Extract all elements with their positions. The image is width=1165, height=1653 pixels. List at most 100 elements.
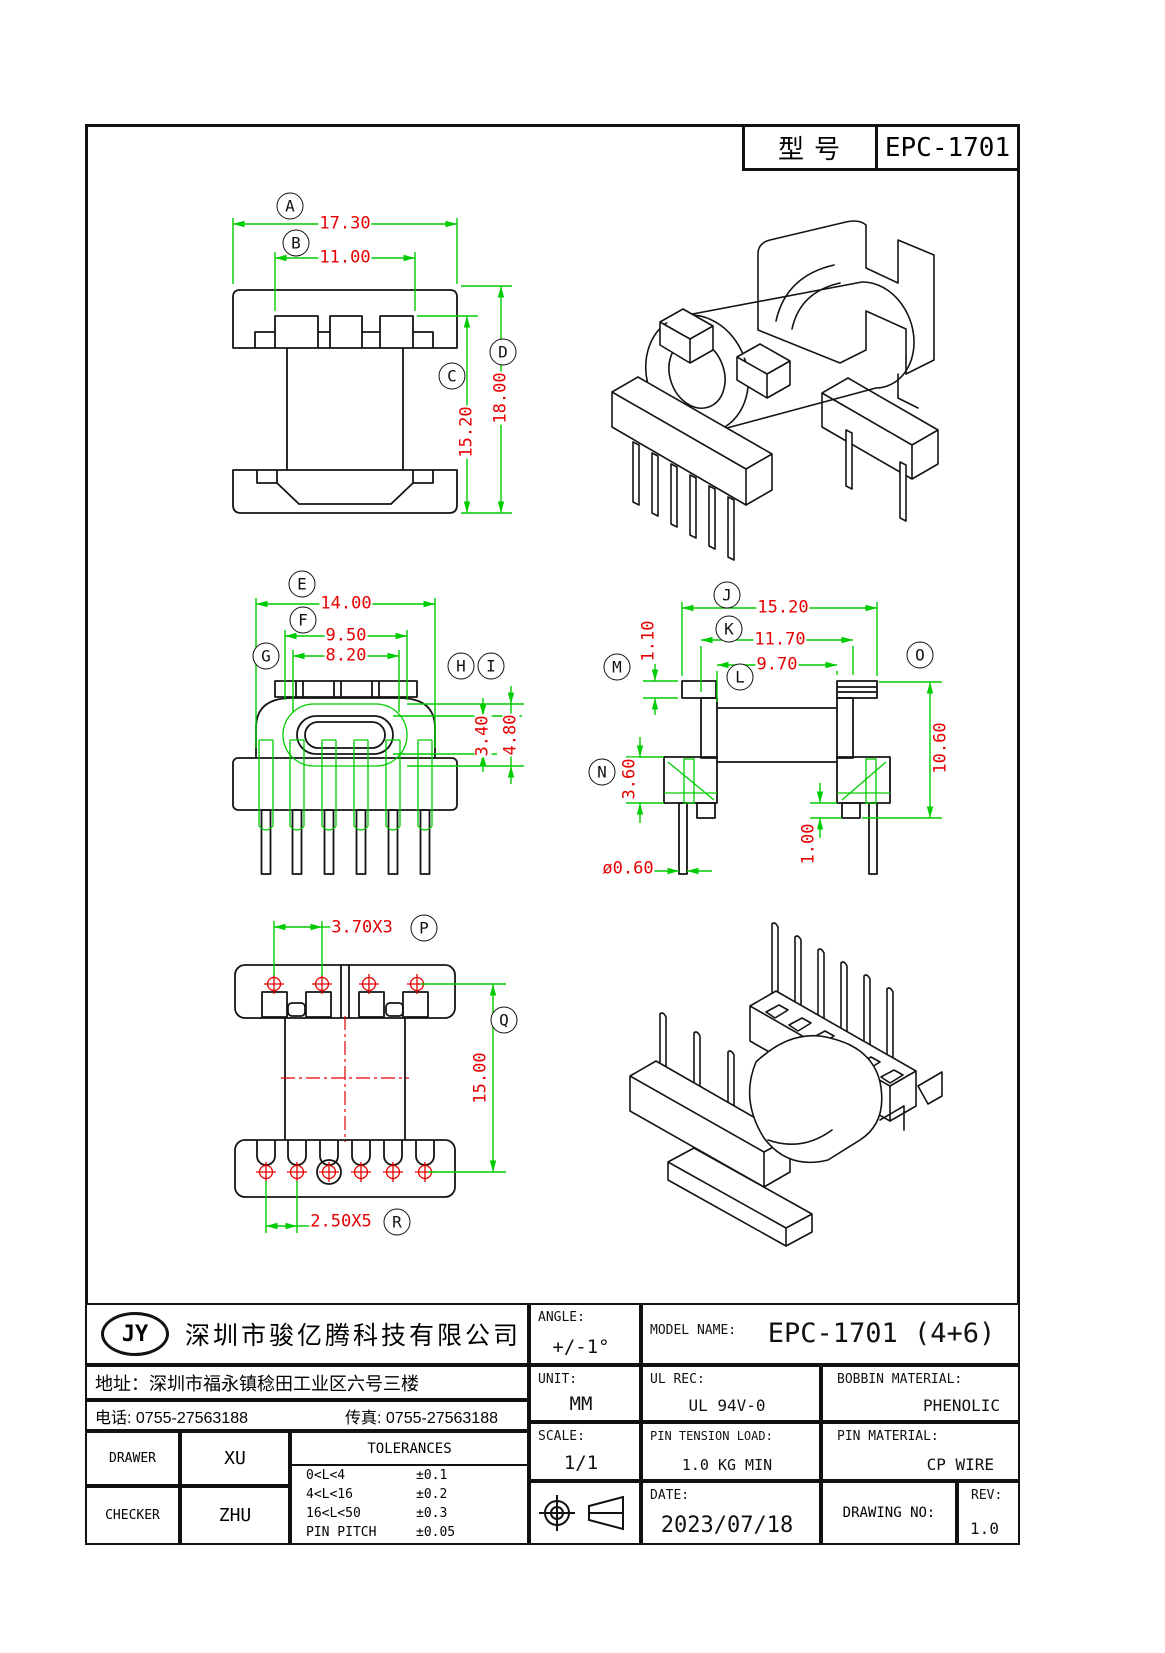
balloon-e: E (288, 570, 316, 598)
bottom-view-centerlines (281, 1016, 409, 1142)
dim-d-label: 18.00 (490, 371, 511, 425)
balloon-a: A (276, 192, 304, 220)
checker-value-cell: ZHU (180, 1486, 290, 1545)
bottom-view-dims (265, 921, 506, 1233)
company-logo: JY (101, 1312, 169, 1356)
checker-label-cell: CHECKER (85, 1486, 180, 1545)
pin-material-cell: PIN MATERIAL: CP WIRE (821, 1422, 1020, 1481)
pin-material-label: PIN MATERIAL: (837, 1429, 939, 1444)
bobbin-material-label: BOBBIN MATERIAL: (837, 1372, 963, 1387)
angle-cell: ANGLE: +/-1° (529, 1303, 641, 1365)
tol-range-2: 16<L<50 (306, 1506, 361, 1521)
dim-i-label: 4.80 (500, 713, 521, 757)
rev-value: 1.0 (970, 1519, 999, 1538)
drawing-no-cell: DRAWING NO: (821, 1481, 957, 1545)
isometric-view-top (611, 220, 939, 561)
scale-value: 1/1 (563, 1452, 599, 1474)
top-view-art (232, 680, 458, 875)
dim-k-label: 11.70 (753, 629, 807, 650)
balloon-i: I (477, 652, 505, 680)
drawer-label: DRAWER (109, 1451, 156, 1466)
balloon-d: D (489, 338, 517, 366)
dim-l-label: 9.70 (755, 654, 799, 675)
ul-rec-value: UL 94V-0 (688, 1396, 766, 1415)
tolerances-title: TOLERANCES (292, 1433, 527, 1466)
angle-value: +/-1° (552, 1336, 610, 1358)
projection-symbol-cell (529, 1481, 641, 1545)
balloon-f: F (289, 606, 317, 634)
tolerance-row: 4<L<16 ±0.2 (292, 1485, 527, 1504)
address-cell: 地址：深圳市福永镇稔田工业区六号三楼 (85, 1365, 529, 1400)
dim-m-label: 1.10 (638, 619, 659, 663)
model-box-label: 型号 (742, 124, 878, 171)
fax-text: 传真: 0755-27563188 (345, 1409, 499, 1427)
tol-value-2: ±0.3 (416, 1506, 448, 1521)
balloon-l: L (726, 663, 754, 691)
third-angle-projection-icon (539, 1495, 624, 1531)
balloon-m: M (603, 653, 631, 681)
dim-e-label: 14.00 (319, 593, 373, 614)
ul-rec-cell: UL REC: UL 94V-0 (641, 1365, 821, 1422)
pin-material-value: CP WIRE (926, 1455, 994, 1474)
tol-value-0: ±0.1 (416, 1468, 448, 1483)
tolerances-cell: TOLERANCES 0<L<4 ±0.1 4<L<16 ±0.2 16<L<5… (290, 1431, 529, 1545)
drawer-value-cell: XU (180, 1431, 290, 1486)
balloon-q: Q (490, 1006, 518, 1034)
tol-value-3: ±0.05 (416, 1525, 456, 1540)
dim-pin-dia-label: ø0.60 (601, 858, 655, 879)
side-view-art (663, 680, 891, 875)
tolerance-row: 16<L<50 ±0.3 (292, 1504, 527, 1523)
balloon-p: P (410, 914, 438, 942)
balloon-o: O (906, 641, 934, 669)
pin-tension-label: PIN TENSION LOAD: (650, 1429, 773, 1443)
title-block: JY 深圳市骏亿腾科技有限公司 ANGLE: +/-1° MODEL NAME:… (85, 1303, 1020, 1545)
balloon-k: K (715, 615, 743, 643)
scale-label: SCALE: (538, 1429, 585, 1444)
scale-cell: SCALE: 1/1 (529, 1422, 641, 1481)
date-label: DATE: (650, 1488, 690, 1503)
drawing-no-label: DRAWING NO: (842, 1505, 936, 1521)
dim-c-label: 15.20 (456, 405, 477, 459)
tolerance-row: PIN PITCH ±0.05 (292, 1523, 527, 1542)
side-view-hidden (664, 758, 890, 804)
tol-range-1: 4<L<16 (306, 1487, 353, 1502)
dim-f-label: 9.50 (324, 625, 368, 646)
balloon-r: R (383, 1208, 411, 1236)
dim-b-label: 11.00 (318, 247, 372, 268)
tol-range-3: PIN PITCH (306, 1525, 377, 1540)
bobbin-material-cell: BOBBIN MATERIAL: PHENOLIC (821, 1365, 1020, 1422)
front-view-dims (232, 218, 512, 514)
unit-value: MM (569, 1393, 593, 1415)
phone-text: 电话: 0755-27563188 (95, 1409, 249, 1427)
rev-label: REV: (971, 1488, 1003, 1503)
date-value: 2023/07/18 (660, 1513, 794, 1538)
dim-foot-label: 1.00 (798, 822, 819, 866)
balloon-b: B (282, 229, 310, 257)
pin-tension-value: 1.0 KG MIN (681, 1456, 773, 1474)
tol-value-1: ±0.2 (416, 1487, 448, 1502)
model-box-value: EPC-1701 (875, 124, 1020, 171)
top-view-hidden (258, 703, 433, 831)
checker-value: ZHU (218, 1505, 252, 1526)
dim-h-label: 3.40 (472, 714, 493, 758)
dim-r-label: 2.50X5 (309, 1211, 373, 1232)
address-text: 地址：深圳市福永镇稔田工业区六号三楼 (95, 1373, 419, 1394)
dim-a-label: 17.30 (318, 213, 372, 234)
dim-p-label: 3.70X3 (330, 917, 394, 938)
model-name-value: EPC-1701 (4+6) (767, 1318, 996, 1349)
pin-tension-cell: PIN TENSION LOAD: 1.0 KG MIN (641, 1422, 821, 1481)
bobbin-material-value: PHENOLIC (922, 1396, 1000, 1415)
checker-label: CHECKER (105, 1508, 160, 1523)
balloon-h: H (447, 652, 475, 680)
unit-label: UNIT: (538, 1372, 578, 1387)
tolerance-row: 0<L<4 ±0.1 (292, 1466, 527, 1485)
drawer-label-cell: DRAWER (85, 1431, 180, 1486)
company-name: 深圳市骏亿腾科技有限公司 (185, 1322, 522, 1350)
phone-fax-cell: 电话: 0755-27563188 传真: 0755-27563188 (85, 1400, 529, 1431)
dim-o-label: 10.60 (930, 721, 951, 775)
angle-label: ANGLE: (538, 1310, 585, 1325)
company-cell: JY 深圳市骏亿腾科技有限公司 (85, 1303, 529, 1365)
dim-g-label: 8.20 (324, 645, 368, 666)
